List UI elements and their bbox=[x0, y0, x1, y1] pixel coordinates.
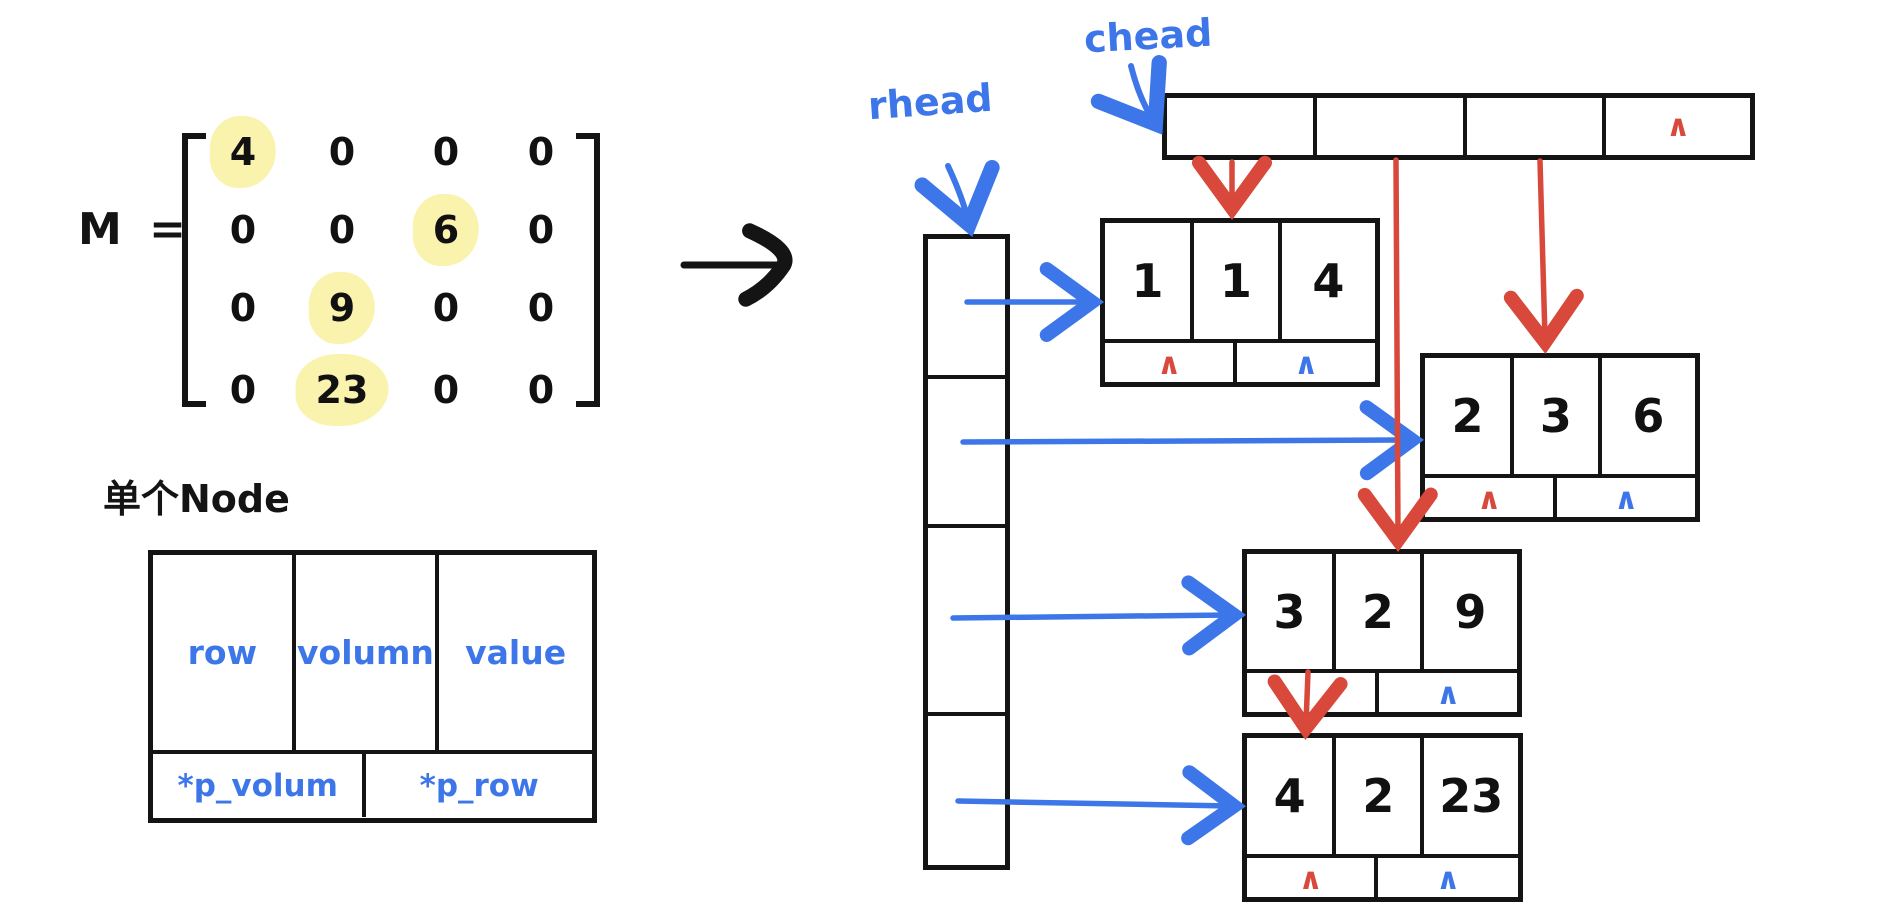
matrix-cell-highlighted: 23 bbox=[295, 354, 389, 426]
node-col-field: 2 bbox=[1332, 738, 1420, 854]
rhead-label: rhead bbox=[866, 75, 994, 129]
matrix-left-bracket bbox=[182, 133, 206, 407]
rhead-array bbox=[923, 234, 1010, 870]
chead-label-arrow bbox=[1090, 55, 1167, 135]
node-col-field: 1 bbox=[1190, 223, 1278, 339]
null-mark: ∧ bbox=[1293, 346, 1319, 382]
null-mark: ∧ bbox=[1476, 481, 1502, 517]
template-field-volumn: volumn bbox=[291, 555, 436, 750]
matrix-cell: 0 bbox=[229, 286, 257, 330]
rhead-cell-1 bbox=[928, 239, 1005, 375]
matrix-cell: 0 bbox=[229, 208, 257, 252]
chead2-to-node-arrow bbox=[1357, 157, 1438, 553]
matrix-cell: 0 bbox=[229, 368, 257, 412]
rhead-cell-3 bbox=[928, 524, 1005, 712]
chead-cell-2 bbox=[1312, 98, 1463, 155]
node-row-field: 4 bbox=[1273, 769, 1306, 823]
rhead-cell-2 bbox=[928, 375, 1005, 524]
chead-label: chead bbox=[1082, 10, 1214, 62]
node-4-2-23: 4 2 23 ∧ ∧ bbox=[1242, 733, 1523, 902]
chead-cell-1 bbox=[1167, 98, 1313, 155]
null-mark: ∧ bbox=[1298, 861, 1323, 897]
node-3-2-9: 3 2 9 ∧ bbox=[1242, 549, 1522, 717]
node-row-field: 1 bbox=[1131, 254, 1164, 308]
template-field-value: value bbox=[435, 555, 592, 750]
node-value-field: 23 bbox=[1420, 738, 1518, 854]
null-mark: ∧ bbox=[1613, 481, 1639, 517]
template-field-row: row bbox=[187, 633, 258, 672]
matrix-cell: 0 bbox=[527, 368, 555, 412]
node-1-1-4: 1 1 4 ∧ ∧ bbox=[1100, 218, 1380, 387]
matrix-cell: 0 bbox=[527, 130, 555, 174]
node-template-title: 单个Node bbox=[103, 477, 290, 521]
node-down-pointer-cell bbox=[1247, 673, 1375, 716]
node-2-3-6: 2 3 6 ∧ ∧ bbox=[1420, 353, 1700, 522]
chead-cell-4: ∧ bbox=[1602, 98, 1749, 155]
rhead-label-arrow bbox=[914, 159, 1000, 237]
null-mark: ∧ bbox=[1666, 108, 1691, 144]
matrix-label: M = bbox=[78, 204, 192, 255]
node-value-field: 4 bbox=[1277, 223, 1375, 339]
node-template-box: row volumn value *p_volum *p_row bbox=[148, 550, 597, 823]
matrix-cell: 0 bbox=[432, 368, 460, 412]
template-pointer-p-volum: *p_volum bbox=[177, 767, 338, 804]
matrix-cell: 0 bbox=[328, 208, 356, 252]
matrix-cell-highlighted: 9 bbox=[308, 272, 376, 344]
matrix-cell: 0 bbox=[527, 208, 555, 252]
null-mark: ∧ bbox=[1435, 676, 1461, 712]
null-mark: ∧ bbox=[1156, 346, 1182, 382]
node-row-field: 3 bbox=[1273, 584, 1306, 639]
rhead2-to-node-arrow bbox=[960, 400, 1425, 481]
matrix-cell: 0 bbox=[527, 286, 555, 330]
node-row-field: 2 bbox=[1451, 389, 1484, 443]
node-value-field: 6 bbox=[1597, 358, 1695, 474]
node-col-field: 2 bbox=[1332, 554, 1420, 669]
node-col-field: 3 bbox=[1510, 358, 1598, 474]
matrix-right-bracket bbox=[576, 133, 600, 407]
matrix-cell-highlighted: 4 bbox=[209, 116, 277, 188]
template-pointer-p-row: *p_row bbox=[362, 754, 592, 817]
chead-array: ∧ bbox=[1162, 93, 1755, 160]
matrix-cell: 0 bbox=[432, 130, 460, 174]
chead-cell-3 bbox=[1463, 98, 1602, 155]
node-value-field: 9 bbox=[1419, 554, 1517, 669]
null-mark: ∧ bbox=[1435, 861, 1461, 897]
matrix-cell: 0 bbox=[432, 286, 460, 330]
matrix-cell: 0 bbox=[328, 130, 356, 174]
matrix-cell-highlighted: 6 bbox=[412, 194, 480, 266]
chead3-to-node-arrow bbox=[1503, 158, 1584, 355]
rhead-cell-4 bbox=[928, 712, 1005, 865]
